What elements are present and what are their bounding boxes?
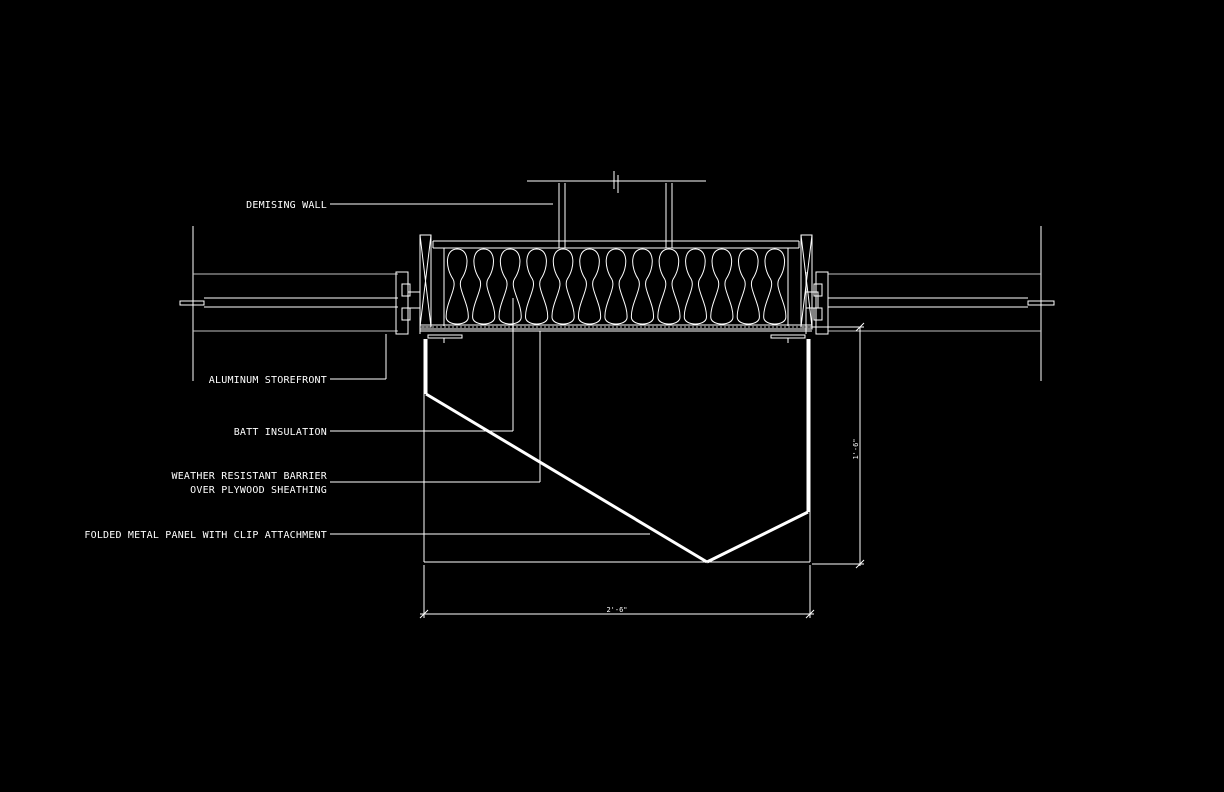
height-dimension: 1'-6" [812, 322, 865, 569]
insulation-loop [525, 248, 549, 325]
insulation-loop [604, 248, 628, 325]
insulation-loop [578, 248, 602, 325]
dimension-height: 1'-6" [852, 438, 860, 459]
insulation-loop [710, 248, 734, 325]
folded-metal-panel [423, 339, 811, 564]
dimension-width: 2'-6" [606, 606, 627, 614]
label-demising-wall: DEMISING WALL [246, 200, 327, 211]
wall-frame [419, 234, 813, 328]
label-weather-barrier-line1: WEATHER RESISTANT BARRIER [171, 471, 327, 482]
insulation-loop [498, 248, 522, 325]
batt-insulation [443, 248, 789, 326]
insulation-loop [630, 248, 654, 325]
labels: DEMISING WALL ALUMINUM STOREFRONT BATT I… [84, 200, 327, 541]
demising-wall [527, 171, 706, 248]
label-folded-metal-panel: FOLDED METAL PANEL WITH CLIP ATTACHMENT [84, 530, 327, 541]
insulation-loop [551, 248, 575, 325]
width-dimension: 2'-6" [419, 565, 815, 619]
insulation-loop [472, 248, 496, 325]
insulation-loop [736, 248, 760, 325]
left-storefront [179, 226, 421, 381]
label-aluminum-storefront: ALUMINUM STOREFRONT [209, 375, 327, 386]
leader-lines [330, 203, 650, 535]
label-weather-barrier-line2: OVER PLYWOOD SHEATHING [190, 485, 327, 496]
right-storefront [805, 226, 1055, 381]
insulation-loop [445, 248, 469, 325]
insulation-loop [683, 248, 707, 325]
label-batt-insulation: BATT INSULATION [234, 427, 327, 438]
plywood-sheathing [419, 324, 813, 343]
insulation-loop [763, 248, 787, 325]
insulation-loop [657, 248, 681, 325]
